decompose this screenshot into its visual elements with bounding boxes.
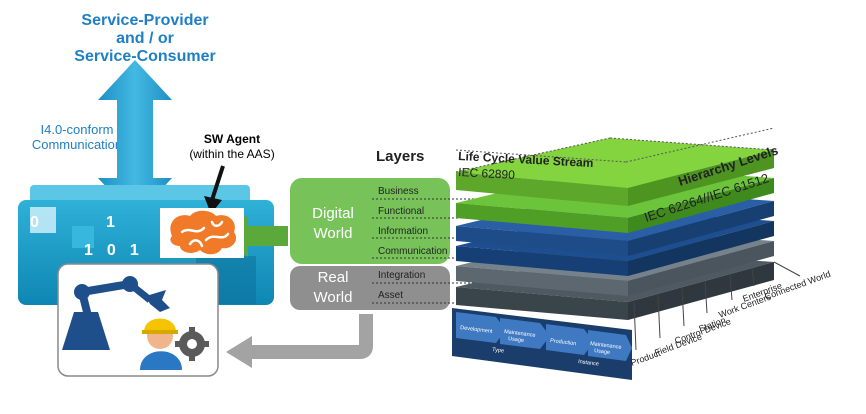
bit-row: 101 xyxy=(84,242,153,260)
brain-icon xyxy=(160,208,244,258)
real-world-line-2: World xyxy=(313,289,353,306)
digital-world-line-1: Digital xyxy=(312,205,354,222)
communication-label: I4.0-conform Communication xyxy=(22,122,132,152)
bit-row-1: 1 xyxy=(84,242,107,259)
gear-icon xyxy=(175,327,209,361)
provider-line-2: and / or xyxy=(116,30,174,47)
feedback-arrow xyxy=(226,314,373,368)
comm-line-1: I4.0-conform xyxy=(40,122,114,137)
lifecycle-stream xyxy=(452,308,632,380)
real-world-label: Real World xyxy=(296,268,370,308)
double-arrow-icon xyxy=(98,60,172,218)
layer-information: Information xyxy=(378,226,429,237)
bit-one-top: 1 xyxy=(106,214,115,231)
real-world-line-1: Real xyxy=(317,269,349,286)
sw-agent-subtitle: (within the AAS) xyxy=(189,147,275,161)
real-world-box xyxy=(290,266,450,310)
sw-agent-label: SW Agent (within the AAS) xyxy=(182,132,282,162)
robot-arm-icon xyxy=(62,276,170,350)
layer-communication: Communication xyxy=(378,246,448,257)
layer-integration: Integration xyxy=(378,270,426,281)
bit-row-3: 1 xyxy=(129,242,153,259)
layers-title: Layers xyxy=(376,148,425,165)
layer-asset: Asset xyxy=(378,290,404,301)
bit-row-2: 0 xyxy=(106,242,130,259)
bit-zero: 0 xyxy=(30,214,39,231)
hierarchy-leader-lines xyxy=(633,261,801,351)
rami-layer-business xyxy=(456,138,774,206)
digital-world-line-2: World xyxy=(313,225,353,242)
worker-icon xyxy=(140,318,182,370)
layer-functional: Functional xyxy=(378,206,425,217)
agent-pointer-arrow xyxy=(204,165,225,214)
provider-line-3: Service-Consumer xyxy=(74,48,216,65)
service-provider-label: Service-Provider and / or Service-Consum… xyxy=(60,12,230,66)
digital-world-label: Digital World xyxy=(296,204,370,244)
layer-business: Business xyxy=(378,186,419,197)
comm-line-2: Communication xyxy=(31,137,123,152)
cube-guide-lines xyxy=(455,127,775,173)
sw-agent-title: SW Agent xyxy=(203,132,261,146)
provider-line-1: Service-Provider xyxy=(81,12,209,29)
